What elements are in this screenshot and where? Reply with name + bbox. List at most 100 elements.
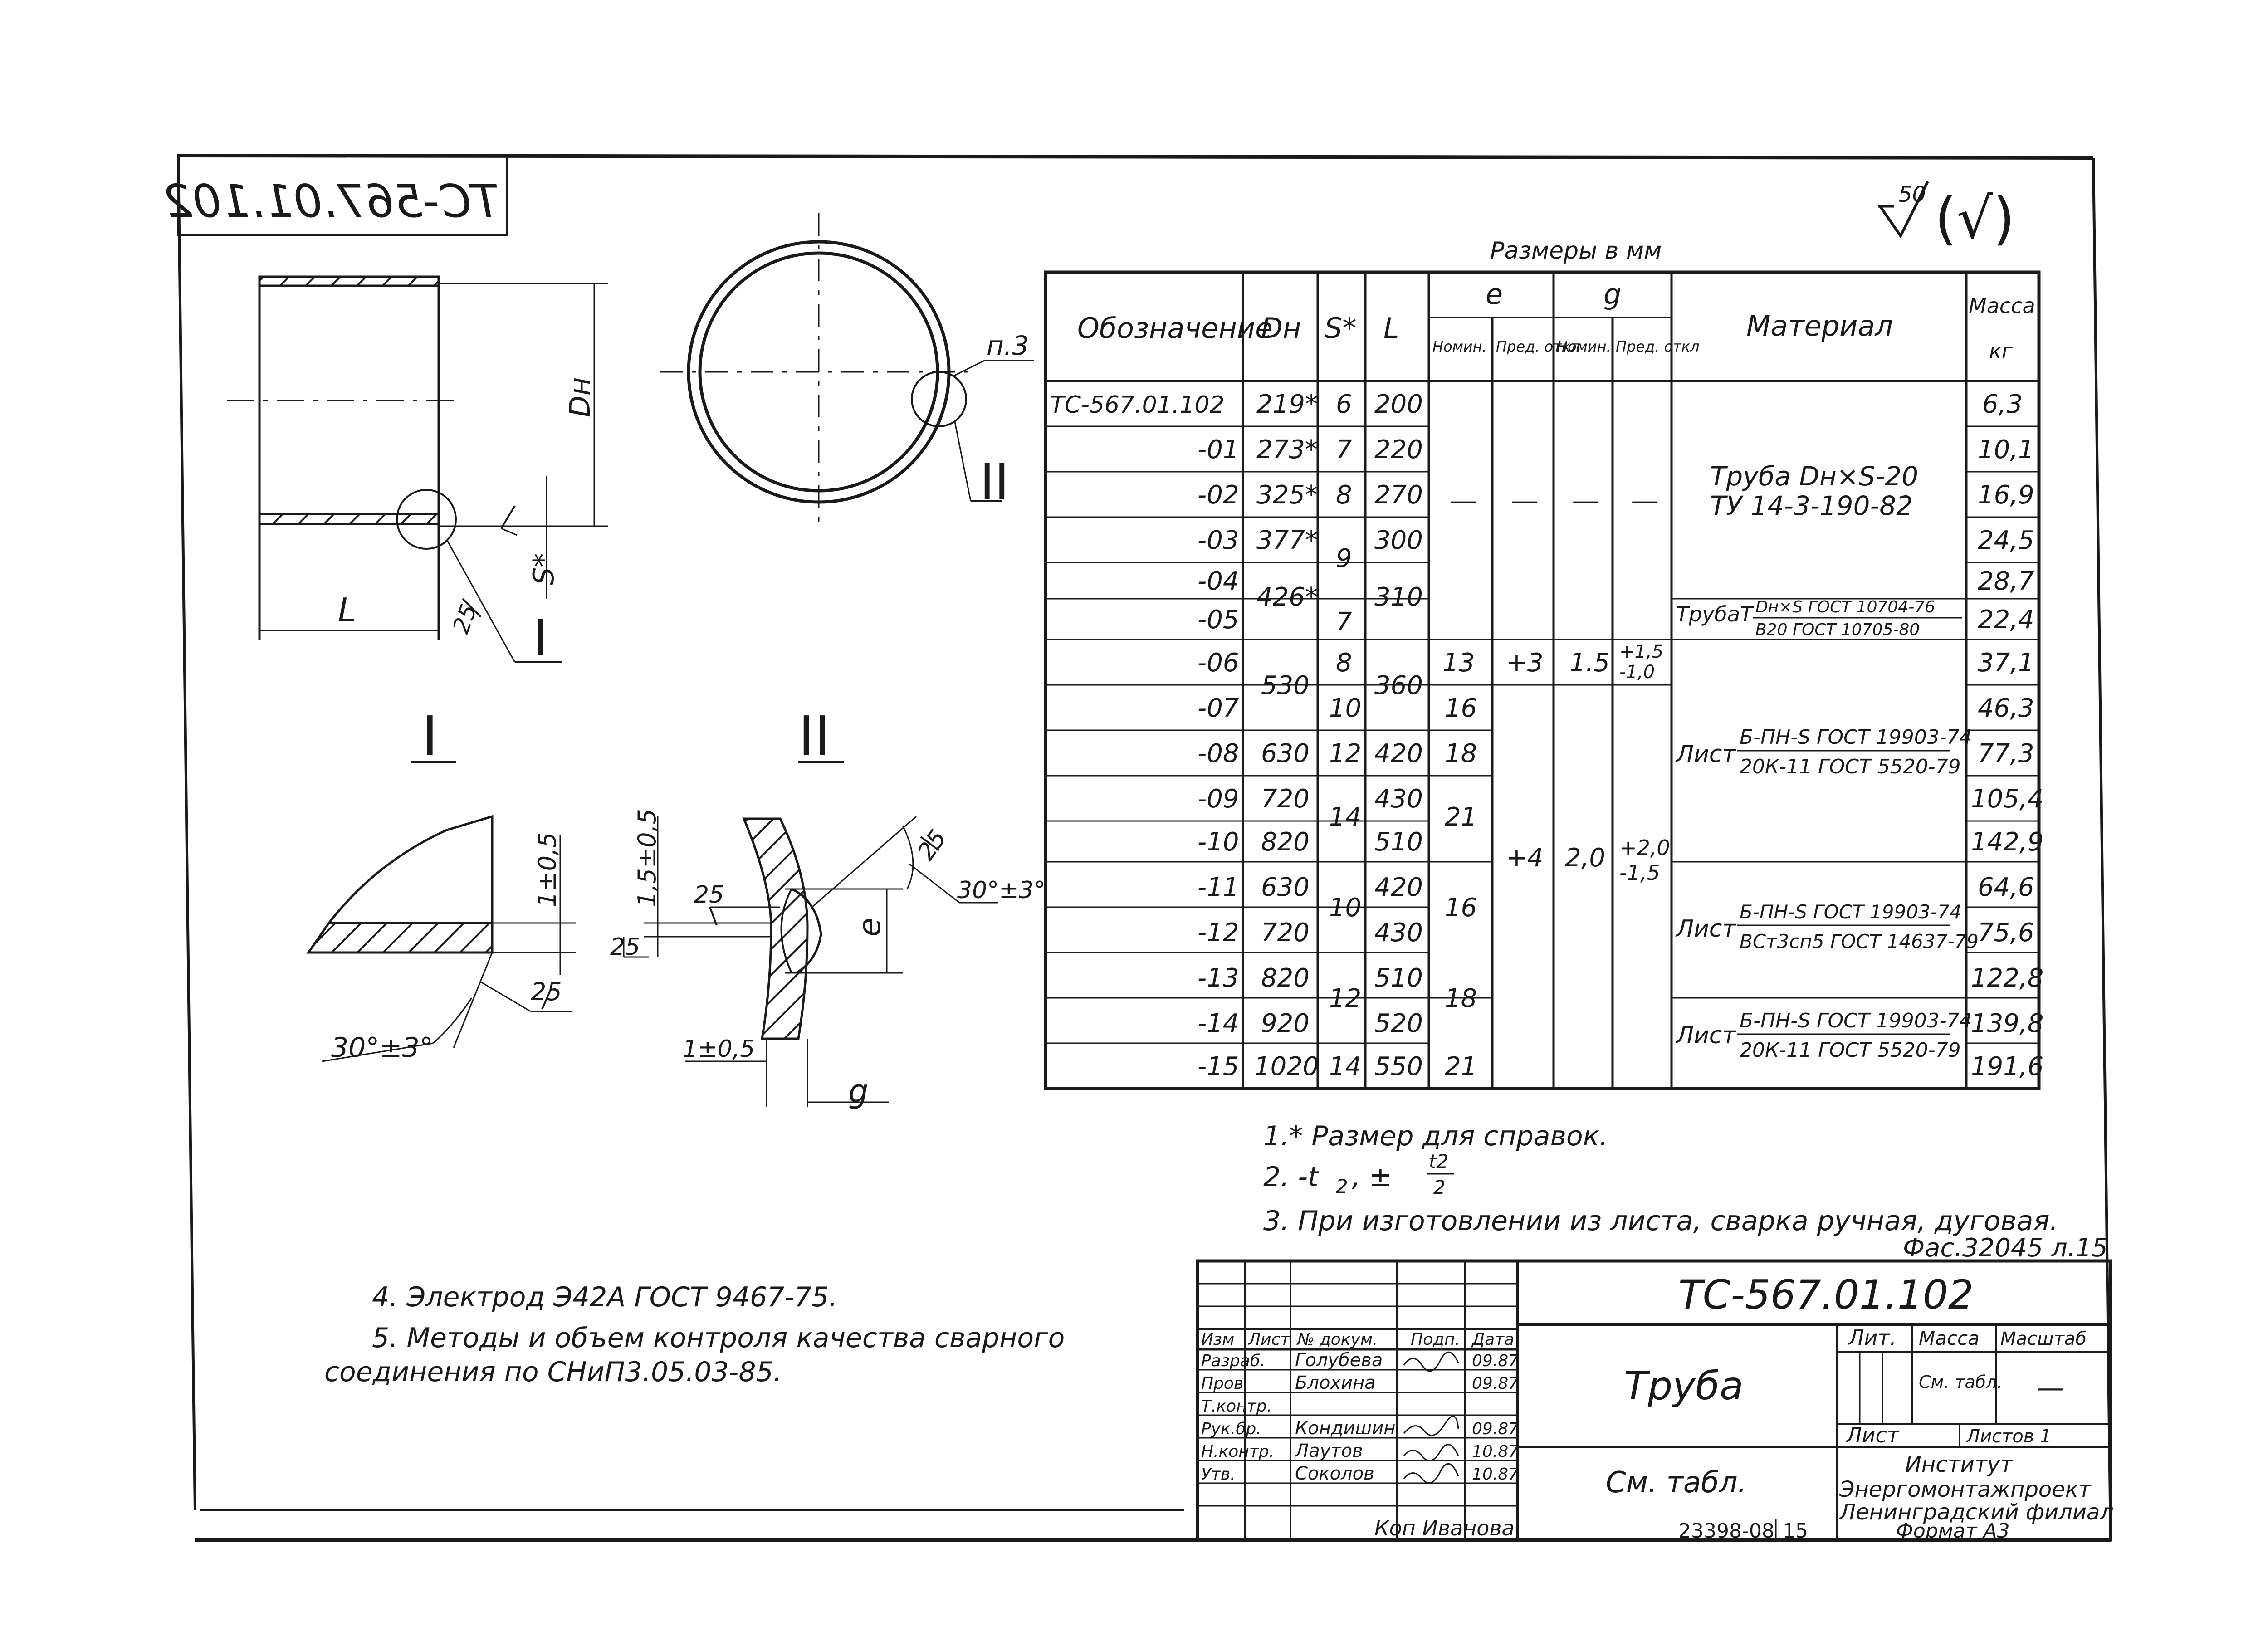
note-2-num: t2 bbox=[1429, 1150, 1448, 1172]
e-value: 13 bbox=[1442, 648, 1475, 678]
row-l: 300 bbox=[1374, 526, 1423, 555]
row-mass: 37,1 bbox=[1978, 648, 2034, 678]
footer-copy: Коп Иванова bbox=[1374, 1516, 1515, 1540]
table-row: -04 426* 310 28,7 bbox=[1198, 567, 2034, 612]
e-dev-value: +4 bbox=[1506, 843, 1544, 873]
row-l: 430 bbox=[1374, 918, 1423, 948]
row-designation: -07 bbox=[1198, 694, 1239, 723]
round-callout-ii: II bbox=[980, 453, 1009, 511]
row-dn: 630 bbox=[1261, 739, 1310, 768]
scale-value: — bbox=[2037, 1372, 2064, 1404]
g-value: 1.5 bbox=[1569, 648, 1610, 678]
notes: 1.* Размер для справок. 2. -t 2 , ± t2 2… bbox=[324, 1120, 2058, 1388]
row-l: 420 bbox=[1374, 739, 1423, 768]
head-sign: Подп. bbox=[1411, 1330, 1460, 1349]
header-s: S* bbox=[1325, 312, 1356, 345]
g-value: 2,0 bbox=[1565, 843, 1605, 873]
footer-number: 23398-08 bbox=[1678, 1519, 1774, 1543]
row-mass: 75,6 bbox=[1978, 918, 2034, 948]
table-header: Обозначение Dн S* L e g Номин. Пред. отк… bbox=[1077, 278, 2035, 363]
row-l: 510 bbox=[1374, 963, 1423, 993]
signatures bbox=[1403, 1351, 1459, 1484]
role-label: Н.контр. bbox=[1201, 1442, 1274, 1461]
role-label: Разраб. bbox=[1201, 1352, 1265, 1370]
material-5-num: Б-ПН-S ГОСТ 19903-74 bbox=[1740, 1009, 1972, 1032]
header-e-nom: Номин. bbox=[1432, 338, 1487, 355]
row-designation: -15 bbox=[1198, 1052, 1239, 1081]
table-row: -05 7 22,4 bbox=[1198, 605, 2034, 637]
row-s: 7 bbox=[1336, 607, 1352, 637]
table-materials: Труба Dн×S-20 ТУ 14-3-190-82 ТрубаТ Dн×S… bbox=[1675, 461, 1979, 1062]
table-row: -12 720 430 75,6 bbox=[1198, 918, 2034, 948]
row-designation: -12 bbox=[1198, 918, 1239, 948]
table-row: ТС-567.01.102 219* 6 200 6,3 bbox=[1050, 390, 2023, 419]
role-label: Т.контр. bbox=[1201, 1397, 1272, 1416]
header-designation: Обозначение bbox=[1077, 312, 1272, 345]
row-l: 520 bbox=[1374, 1009, 1423, 1038]
row-mass: 46,3 bbox=[1978, 694, 2034, 723]
org-line-3: Ленинградский филиал bbox=[1838, 1500, 2114, 1525]
detail-ii-angle: 30°±3° bbox=[957, 877, 1046, 904]
note-5-line2: соединения по СНиП3.05.03-85. bbox=[324, 1356, 782, 1388]
table-eg-values: 13 +3 1.5 +1,5 -1,0 16 18 21 16 18 21 +4… bbox=[1442, 641, 1670, 1081]
table-row: -13 820 12 510 122,8 bbox=[1198, 963, 2043, 1013]
g-dev-top: +1,5 bbox=[1619, 641, 1663, 662]
role-name: Голубева bbox=[1295, 1350, 1383, 1371]
title-roles: Разраб. Голубева 09.87 Пров. Блохина 09.… bbox=[1201, 1350, 1519, 1484]
row-l: 550 bbox=[1374, 1052, 1423, 1081]
side-rough: 25 bbox=[448, 601, 482, 637]
row-mass: 16,9 bbox=[1978, 480, 2034, 510]
detail-ii-dim-h: 1±0,5 bbox=[683, 1036, 755, 1063]
roughness-value: 50 bbox=[1898, 182, 1926, 207]
row-s: 10 bbox=[1329, 893, 1361, 923]
role-row: Т.контр. bbox=[1201, 1397, 1272, 1416]
lit-label: Лит. bbox=[1848, 1325, 1897, 1350]
role-date: 09.87 bbox=[1472, 1374, 1519, 1393]
e-value: 16 bbox=[1445, 694, 1477, 723]
row-mass: 10,1 bbox=[1978, 435, 2034, 464]
row-s: 9 bbox=[1336, 544, 1352, 573]
role-label: Утв. bbox=[1201, 1465, 1236, 1484]
row-mass: 64,6 bbox=[1978, 873, 2034, 902]
row-mass: 139,8 bbox=[1971, 1009, 2043, 1038]
row-designation: -01 bbox=[1198, 435, 1239, 464]
e-dev-value: +3 bbox=[1506, 648, 1544, 678]
mass-label: Масса bbox=[1919, 1327, 1980, 1349]
row-dn: 426* bbox=[1256, 582, 1318, 612]
role-name: Блохина bbox=[1295, 1373, 1376, 1393]
header-mass: Масса bbox=[1969, 293, 2035, 318]
note-4: 4. Электрод Э42А ГОСТ 9467-75. bbox=[372, 1281, 837, 1313]
row-dn: 219* bbox=[1256, 390, 1318, 419]
detail-labels: I II bbox=[411, 705, 844, 768]
table-rows: ТС-567.01.102 219* 6 200 6,3 -01 273* 7 … bbox=[1050, 390, 2043, 1081]
header-g-nom: Номин. bbox=[1557, 338, 1611, 355]
scale-label: Масштаб bbox=[2000, 1329, 2087, 1349]
row-s: 7 bbox=[1336, 435, 1352, 464]
role-row: Рук.бр. Кондишин 09.87 bbox=[1201, 1418, 1519, 1439]
side-callout-i: I bbox=[533, 609, 547, 667]
row-mass: 142,9 bbox=[1971, 827, 2043, 857]
row-mass: 24,5 bbox=[1978, 526, 2034, 555]
note-2-b: , ± bbox=[1352, 1161, 1392, 1193]
row-mass: 6,3 bbox=[1982, 390, 2023, 419]
roughness-sign: 50 (√) bbox=[1878, 181, 2015, 252]
table-row: -15 1020 14 550 191,6 bbox=[1198, 1052, 2043, 1081]
row-designation: -03 bbox=[1198, 526, 1239, 555]
detail-label-i: I bbox=[422, 705, 438, 768]
e-value: 21 bbox=[1445, 802, 1477, 832]
row-l: 360 bbox=[1374, 671, 1423, 700]
row-mass: 22,4 bbox=[1978, 605, 2034, 635]
detail-ii-dim-v: 1,5±0,5 bbox=[633, 809, 661, 907]
row-dn: 530 bbox=[1261, 671, 1310, 700]
mirrored-stamp-text: ТС-567.01.102 bbox=[163, 175, 499, 228]
title-material: См. табл. bbox=[1606, 1466, 1747, 1500]
title-name: Труба bbox=[1624, 1363, 1744, 1409]
row-designation: -14 bbox=[1198, 1009, 1239, 1038]
table-row: -08 630 12 420 77,3 bbox=[1198, 739, 2034, 768]
head-izm: Изм bbox=[1201, 1330, 1234, 1349]
row-l: 270 bbox=[1374, 480, 1423, 510]
g-dev-bot: -1,0 bbox=[1619, 662, 1655, 683]
footer-format: Формат А3 bbox=[1896, 1519, 2010, 1543]
material-4-den: ВСт3сп5 ГОСТ 14637-79 bbox=[1740, 930, 1979, 952]
material-2-den: В20 ГОСТ 10705-80 bbox=[1755, 620, 1920, 639]
